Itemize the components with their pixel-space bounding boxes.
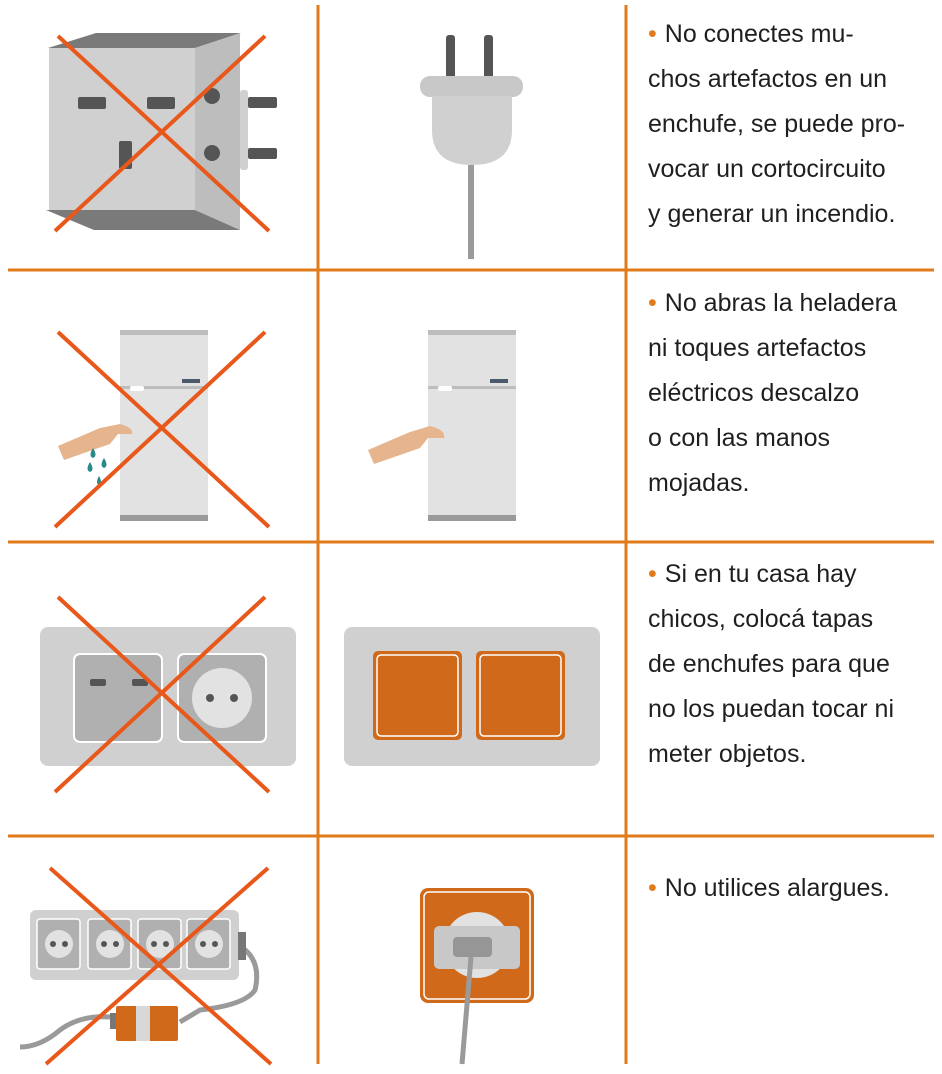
- cross-icon: [44, 866, 273, 1066]
- tip-text: enchufe, se puede pro-: [648, 110, 906, 138]
- tip-row-1: •No conectes mu- chos artefactos en un e…: [648, 12, 938, 237]
- tip-text: No utilices alargues.: [664, 874, 890, 902]
- tip-row-4: •No utilices alargues.: [648, 866, 938, 911]
- tip-line: •No abras la heladera: [648, 281, 938, 326]
- multi-adapter-icon: [46, 33, 277, 230]
- tip-text: de enchufes para que: [648, 650, 890, 678]
- tip-text: y generar un incendio.: [648, 200, 896, 228]
- tip-line: •No utilices alargues.: [648, 866, 938, 911]
- grid-lines: [8, 5, 934, 1064]
- cross-icon: [53, 595, 271, 794]
- tip-text: vocar un cortocircuito: [648, 155, 886, 183]
- tip-text: No abras la heladera: [664, 289, 897, 317]
- bullet: •: [648, 560, 657, 588]
- tip-line: •Si en tu casa hay: [648, 552, 938, 597]
- tip-text: Si en tu casa hay: [664, 560, 857, 588]
- plug-icon: [420, 35, 523, 259]
- bullet: •: [648, 289, 657, 317]
- fridge-icon: [428, 330, 516, 521]
- tip-text: chicos, colocá tapas: [648, 605, 874, 633]
- dry-hand-icon: [368, 426, 445, 464]
- tip-text: no los puedan tocar ni: [648, 695, 895, 723]
- tip-text: chos artefactos en un: [648, 65, 888, 93]
- bullet: •: [648, 20, 657, 48]
- tip-text: mojadas.: [648, 469, 750, 497]
- tip-text: o con las manos: [648, 424, 831, 452]
- wall-outlet-icon: [420, 888, 534, 1065]
- wet-hand-icon: [58, 424, 133, 485]
- tip-row-3: •Si en tu casa hay chicos, colocá tapas …: [648, 552, 938, 777]
- tip-text: meter objetos.: [648, 740, 807, 768]
- covered-outlets-icon: [344, 627, 600, 766]
- power-strip-icon: [19, 910, 260, 1050]
- tip-row-2: •No abras la heladera ni toques artefact…: [648, 281, 938, 506]
- tip-text: eléctricos descalzo: [648, 379, 860, 407]
- tip-line: •No conectes mu-: [648, 12, 938, 57]
- tip-text: ni toques artefactos: [648, 334, 867, 362]
- cross-icon: [53, 330, 271, 529]
- cross-icon: [53, 34, 271, 233]
- bullet: •: [648, 874, 657, 902]
- tip-text: No conectes mu-: [664, 20, 854, 48]
